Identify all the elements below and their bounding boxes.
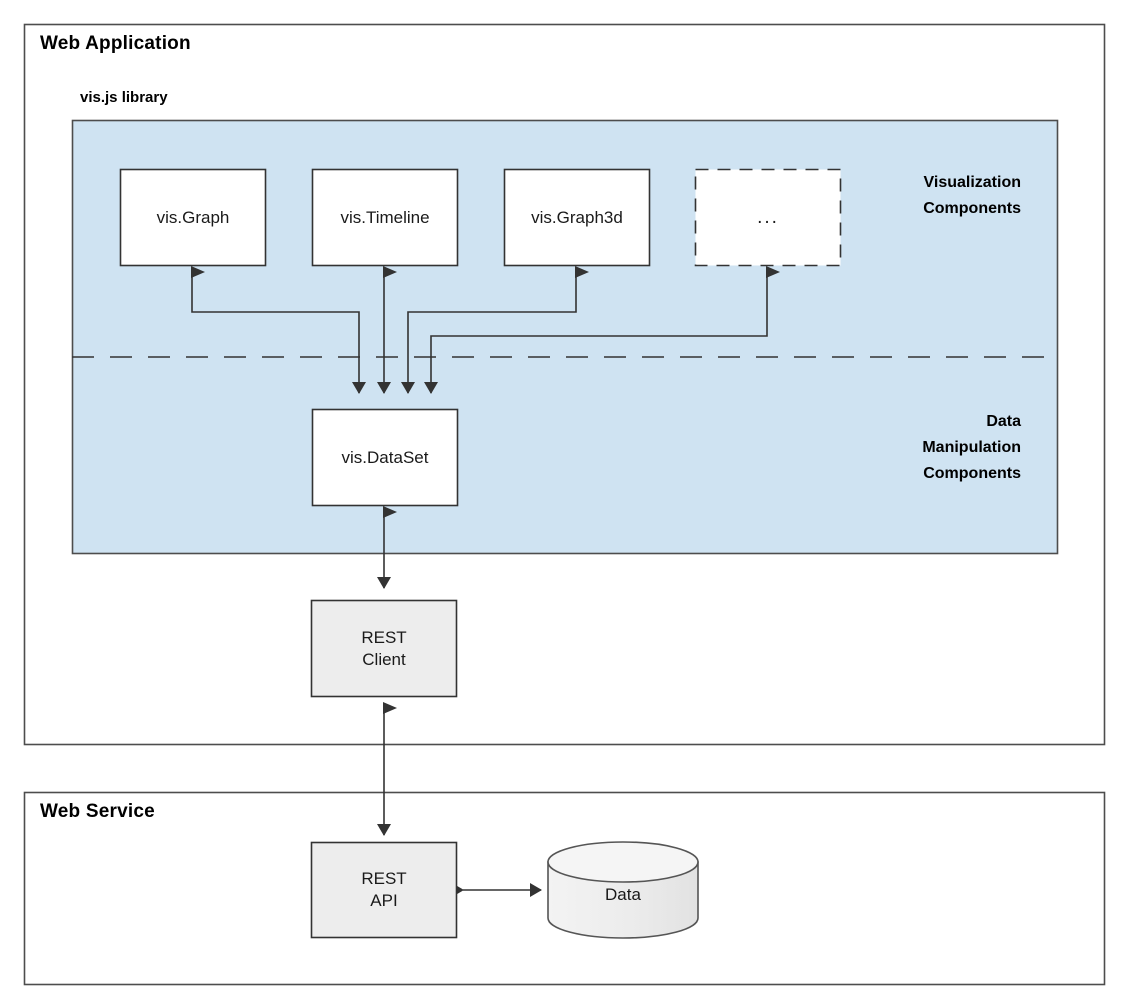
node-more-box — [694, 168, 842, 267]
node-label-rest-api[interactable]: REST API — [361, 869, 407, 910]
node-vis-graph-box — [119, 168, 267, 267]
node-label-vis-dataset[interactable]: vis.DataSet — [341, 447, 429, 467]
node-vis-dataset-box — [311, 408, 459, 507]
edge-more-dataset — [424, 266, 780, 394]
zone-label-visualization: Visualization Components — [923, 174, 1021, 217]
frame-title-web-application: Web Application — [40, 33, 191, 54]
node-rest-client-box — [310, 599, 458, 698]
zone-label-data-manipulation: Data Manipulation Components — [922, 413, 1021, 482]
node-label-data[interactable]: Data — [605, 885, 641, 904]
edge-graph-dataset — [191, 266, 366, 394]
visjs-library-title: vis.js library — [80, 89, 168, 106]
node-label-vis-timeline[interactable]: vis.Timeline — [340, 207, 430, 227]
node-label-more[interactable]: ... — [757, 206, 779, 228]
web-application-frame — [23, 23, 1106, 746]
web-service-frame — [23, 791, 1106, 986]
node-label-vis-graph3d[interactable]: vis.Graph3d — [531, 207, 623, 227]
node-vis-timeline-box — [311, 168, 459, 267]
node-label-vis-graph[interactable]: vis.Graph — [156, 207, 230, 227]
node-vis-graph3d-box — [503, 168, 651, 267]
node-data-cylinder — [547, 841, 699, 939]
node-rest-api-box — [310, 841, 458, 939]
frame-title-web-service: Web Service — [40, 801, 155, 822]
node-label-rest-client[interactable]: REST Client — [361, 627, 407, 669]
